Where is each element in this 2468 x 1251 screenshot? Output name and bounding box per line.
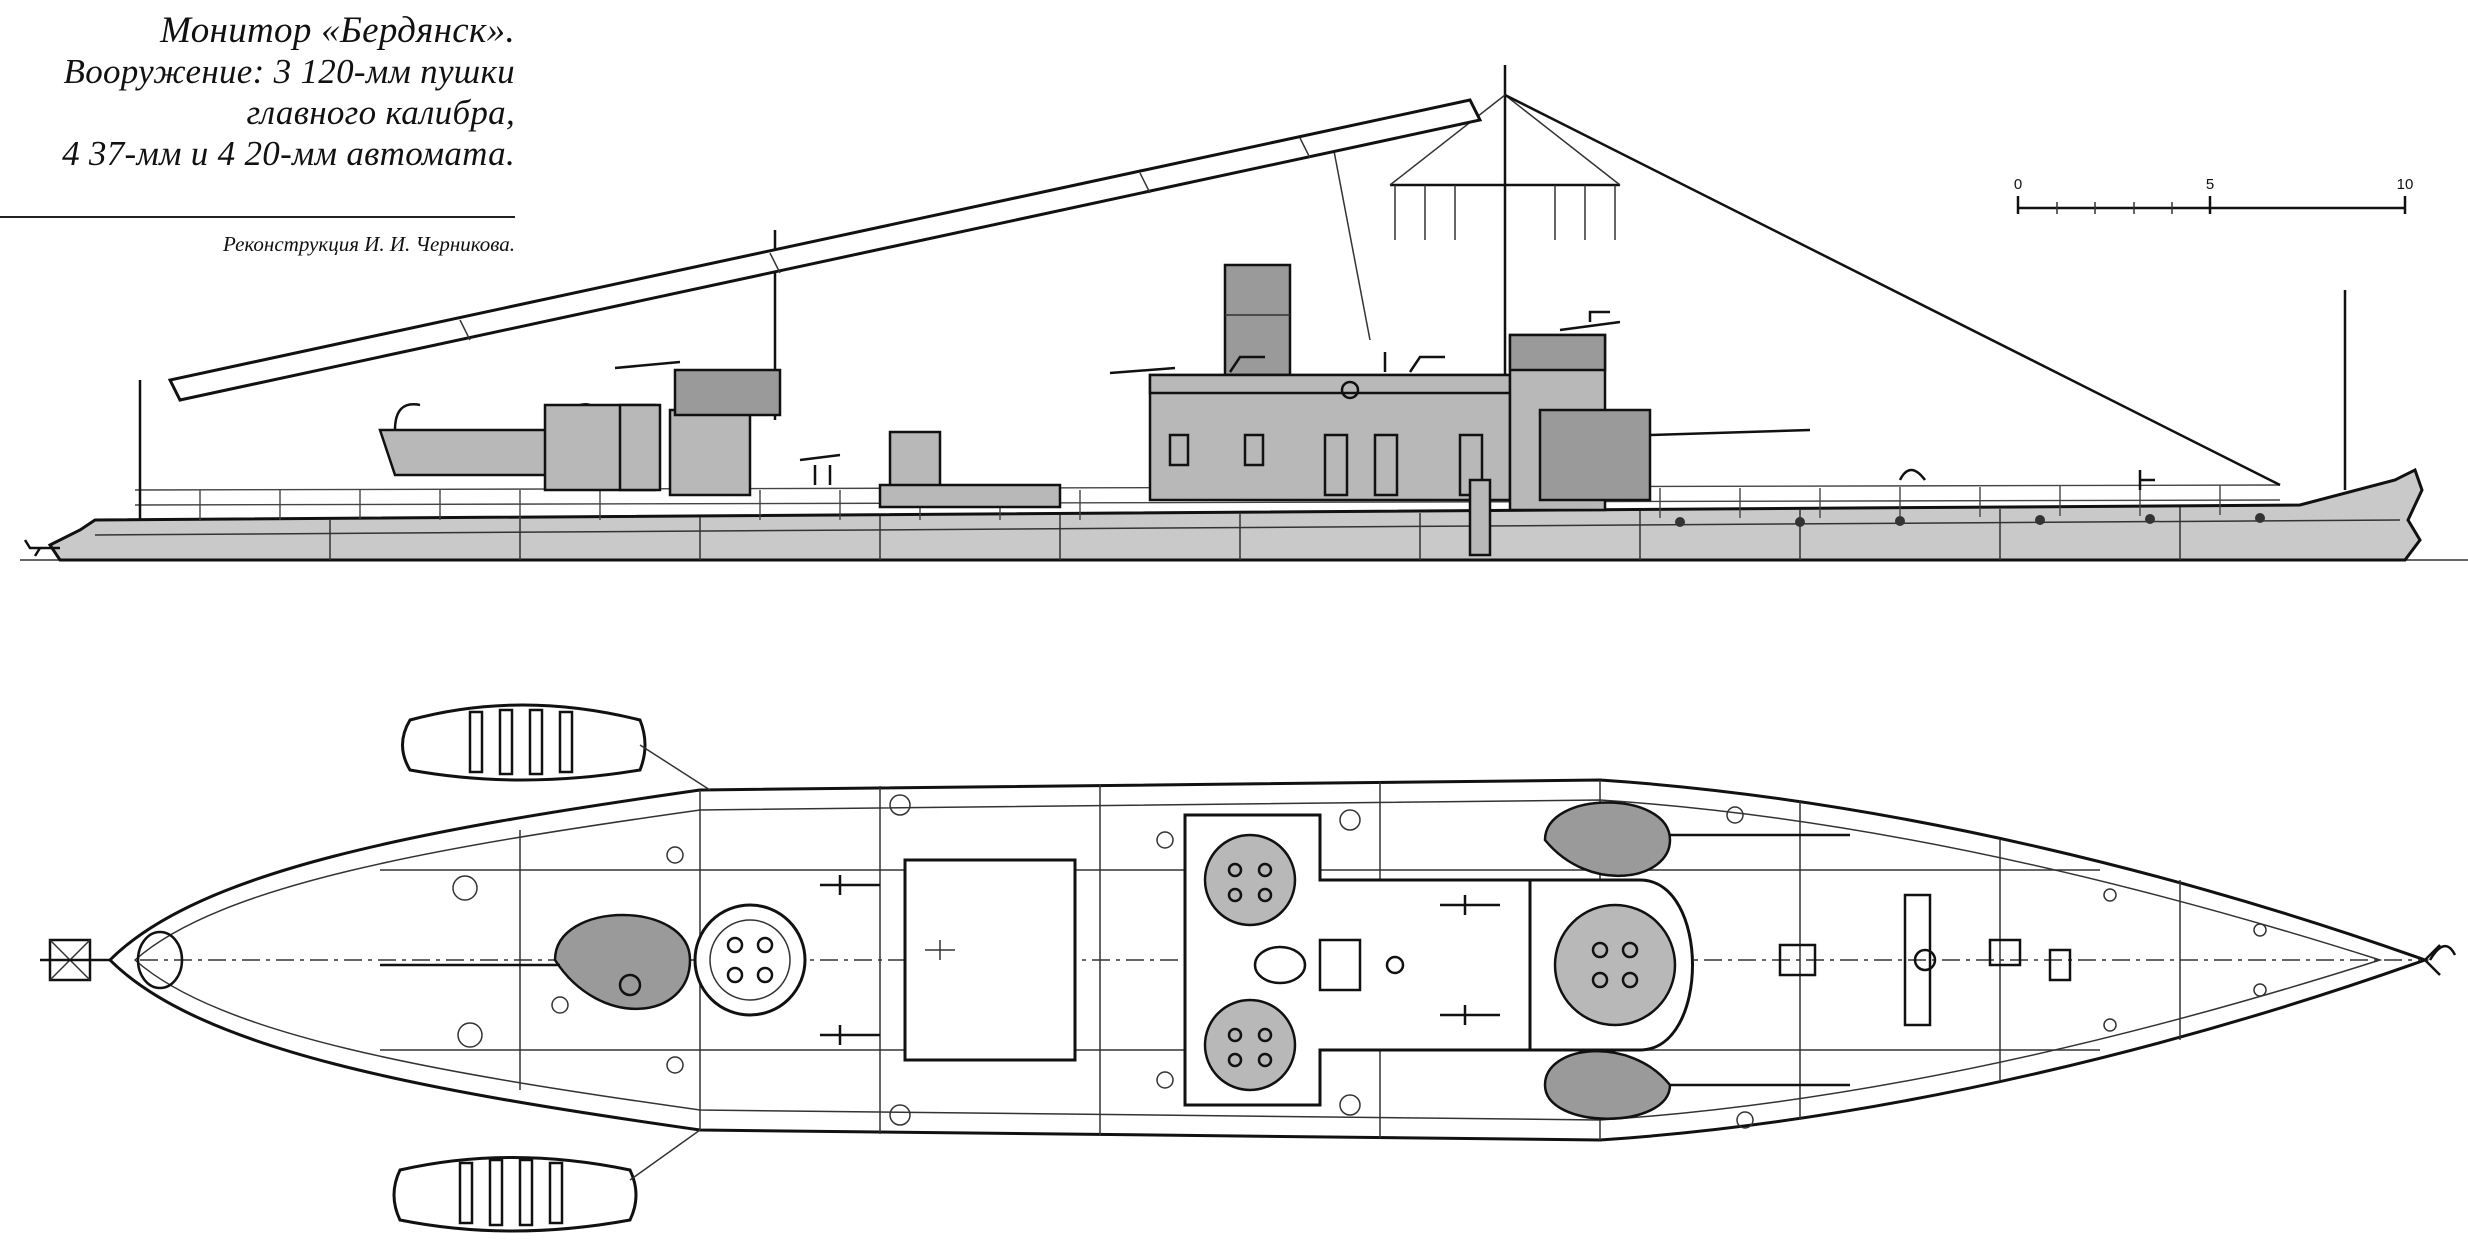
net-boom-sections (459, 137, 1311, 341)
deck-plan-view (40, 703, 2457, 1233)
deck-bollards (452, 794, 2267, 1129)
aft-deckhouse-end (618, 403, 662, 492)
superstructure-doors (1168, 433, 1484, 497)
engine-room-hatch (903, 858, 1077, 1062)
gun-turret-icon (1203, 833, 1297, 1092)
aft-gun-barrel (614, 360, 681, 370)
boarding-ladder (1468, 478, 1492, 557)
midship-autocannon (799, 453, 841, 485)
bridge-top-gun (1559, 310, 1621, 332)
bow-fittings (1778, 893, 2072, 1027)
fore-gun-barrel (1649, 428, 1811, 437)
caption-armament-line2: главного калибра, (246, 93, 515, 132)
gun-turret-icon (1543, 1050, 1850, 1120)
portholes (1675, 513, 2265, 527)
plan-autocannon-port (820, 875, 880, 895)
aft-turret-side (668, 408, 752, 497)
gun-turret-icon (693, 903, 807, 1017)
anchor-icon (23, 539, 60, 557)
boat-icon (401, 703, 711, 791)
bridge-plan (1318, 938, 1362, 992)
gun-turret-icon (1553, 903, 1677, 1027)
side-elevation-view (20, 65, 2468, 562)
scale-bar (2016, 196, 2407, 214)
gun-turret-icon (1543, 801, 1850, 877)
deck-edge-line (133, 799, 2383, 1121)
yard-rigging (1389, 94, 1621, 240)
caption-credit: Реконструкция И. И. Черникова. (223, 232, 515, 256)
bridge-autocannons-plan (1440, 895, 1500, 1025)
funnel-plan (1253, 945, 1307, 985)
midship-hatch (888, 430, 942, 494)
fore-stay (1504, 93, 2281, 487)
funnel (1223, 263, 1292, 377)
main-superstructure (1148, 373, 1512, 502)
anchor-icon (2424, 944, 2457, 976)
midship-deck-boat (878, 483, 1062, 509)
bridge-top (1508, 333, 1607, 372)
gun-turret-icon (380, 913, 692, 1010)
boom-stay (1329, 129, 1371, 341)
boat-icon (392, 1129, 701, 1233)
scale-label-0: 0 (2013, 176, 2023, 193)
caption-armament-line3: 4 37-мм и 4 20-мм автомата. (62, 134, 515, 173)
caption-divider (0, 216, 515, 218)
scale-label-5: 5 (2205, 176, 2215, 193)
caption-armament-line1: Вооружение: 3 120-мм пушки (63, 52, 515, 91)
plan-autocannon-starboard (820, 1025, 880, 1045)
net-boom (167, 98, 1483, 402)
bow-bollards (1898, 468, 2155, 490)
scale-label-10: 10 (2396, 176, 2414, 193)
searchlight (1340, 380, 1360, 400)
gun-turret-icon (673, 368, 782, 417)
bridge-autocannon-2 (1383, 352, 1445, 373)
bridge-autocannon (1109, 355, 1265, 375)
stern-hatch (136, 930, 184, 990)
side-hull (47, 467, 2424, 562)
caption-title: Монитор «Бердянск». (160, 10, 515, 51)
gun-turret-icon (1538, 408, 1652, 502)
drawing-caption: Монитор «Бердянск». Вооружение: 3 120-мм… (0, 10, 515, 256)
